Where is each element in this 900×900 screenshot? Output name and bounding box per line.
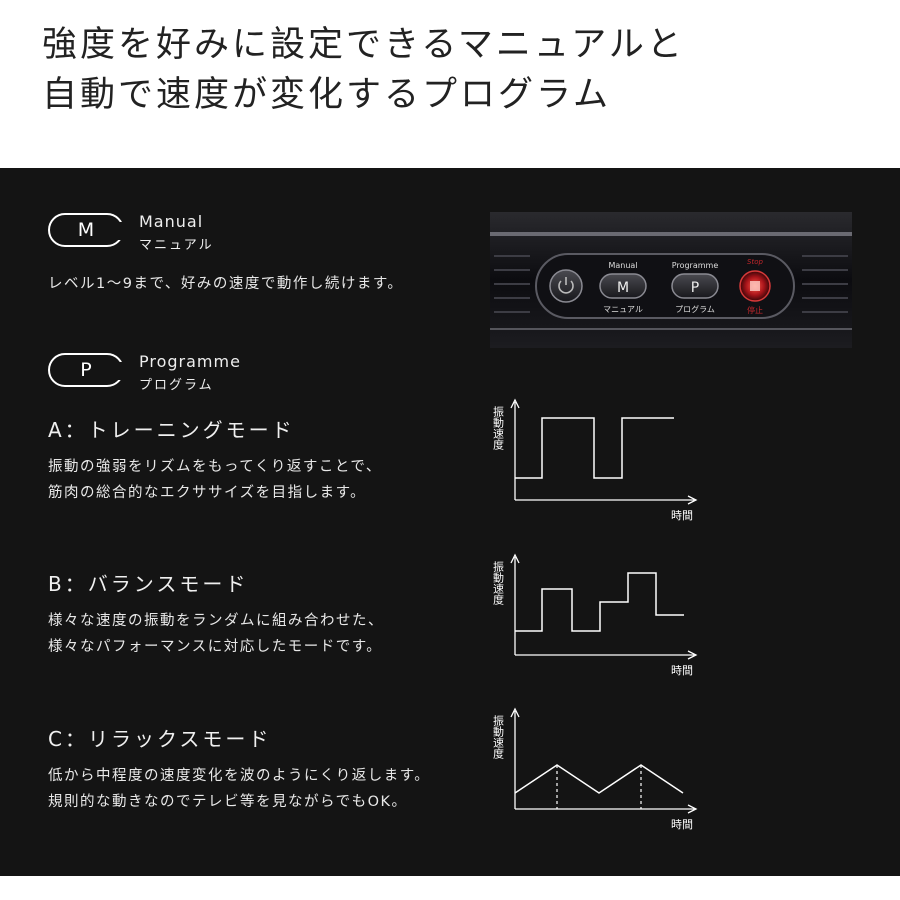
manual-name-jp: マニュアル xyxy=(139,238,214,253)
device-control-panel: Manual M マニュアル Programme P プログラム Stop 停止 xyxy=(490,212,852,348)
programme-badge-letter: P xyxy=(80,359,92,381)
device-stop-label-jp: 停止 xyxy=(747,305,763,315)
mode-b-heading: B：バランスモード xyxy=(48,572,249,596)
mode-c-line-1: 低から中程度の速度変化を波のようにくり返します。 xyxy=(48,768,431,784)
mode-c-y-axis-label: 振動速度 xyxy=(492,714,505,760)
mode-c-x-axis-label: 時間 xyxy=(671,818,693,831)
programme-name-en: Programme xyxy=(139,352,241,371)
power-button xyxy=(549,269,583,303)
device-manual-label-en: Manual xyxy=(608,261,637,270)
mode-b-x-axis-label: 時間 xyxy=(671,664,693,677)
programme-badge: P xyxy=(48,353,129,387)
mode-a-line-2: 筋肉の総合的なエクササイズを目指します。 xyxy=(48,485,367,501)
device-programme-label-en: Programme xyxy=(672,261,719,270)
mode-b-y-axis-label: 振動速度 xyxy=(492,560,505,606)
manual-badge: M xyxy=(48,213,129,247)
device-stop-label-en: Stop xyxy=(747,258,763,266)
page-title-line-1: 強度を好みに設定できるマニュアルと xyxy=(42,25,685,65)
stop-icon xyxy=(750,281,760,291)
page-title-line-2: 自動で速度が変化するプログラム xyxy=(42,75,611,115)
mode-b-graph: 振動速度 時間 xyxy=(492,553,698,677)
manual-name-en: Manual xyxy=(139,212,204,231)
device-manual-button xyxy=(599,273,647,299)
power-icon xyxy=(558,280,574,294)
mode-a-heading: A：トレーニングモード xyxy=(48,418,295,442)
mode-a-wave xyxy=(515,417,674,479)
feature-panel: M Manual マニュアル レベル1～9まで、好みの速度で動作し続けます。 P… xyxy=(0,168,900,876)
mode-c-graph: 振動速度 時間 xyxy=(492,707,698,831)
device-programme-label-jp: プログラム xyxy=(675,304,715,314)
mode-a-y-axis-label: 振動速度 xyxy=(492,405,505,451)
device-programme-letter: P xyxy=(691,280,699,296)
manual-badge-letter: M xyxy=(77,219,95,241)
programme-name-jp: プログラム xyxy=(139,378,214,393)
manual-description: レベル1～9まで、好みの速度で動作し続けます。 xyxy=(48,276,404,292)
mode-c-heading: C：リラックスモード xyxy=(48,727,272,751)
device-programme-button xyxy=(671,273,719,299)
mode-c-wave xyxy=(514,764,684,794)
mode-b-line-1: 様々な速度の振動をランダムに組み合わせた、 xyxy=(48,613,384,629)
mode-c-line-2: 規則的な動きなのでテレビ等を見ながらでもOK。 xyxy=(48,794,408,810)
mode-a-x-axis-label: 時間 xyxy=(671,509,693,522)
device-manual-label-jp: マニュアル xyxy=(603,305,643,314)
mode-b-line-2: 様々なパフォーマンスに対応したモードです。 xyxy=(48,639,383,655)
mode-a-line-1: 振動の強弱をリズムをもってくり返すことで、 xyxy=(48,459,382,475)
mode-a-graph: 振動速度 時間 xyxy=(492,398,698,522)
device-manual-letter: M xyxy=(617,280,629,296)
mode-b-wave xyxy=(515,572,684,632)
